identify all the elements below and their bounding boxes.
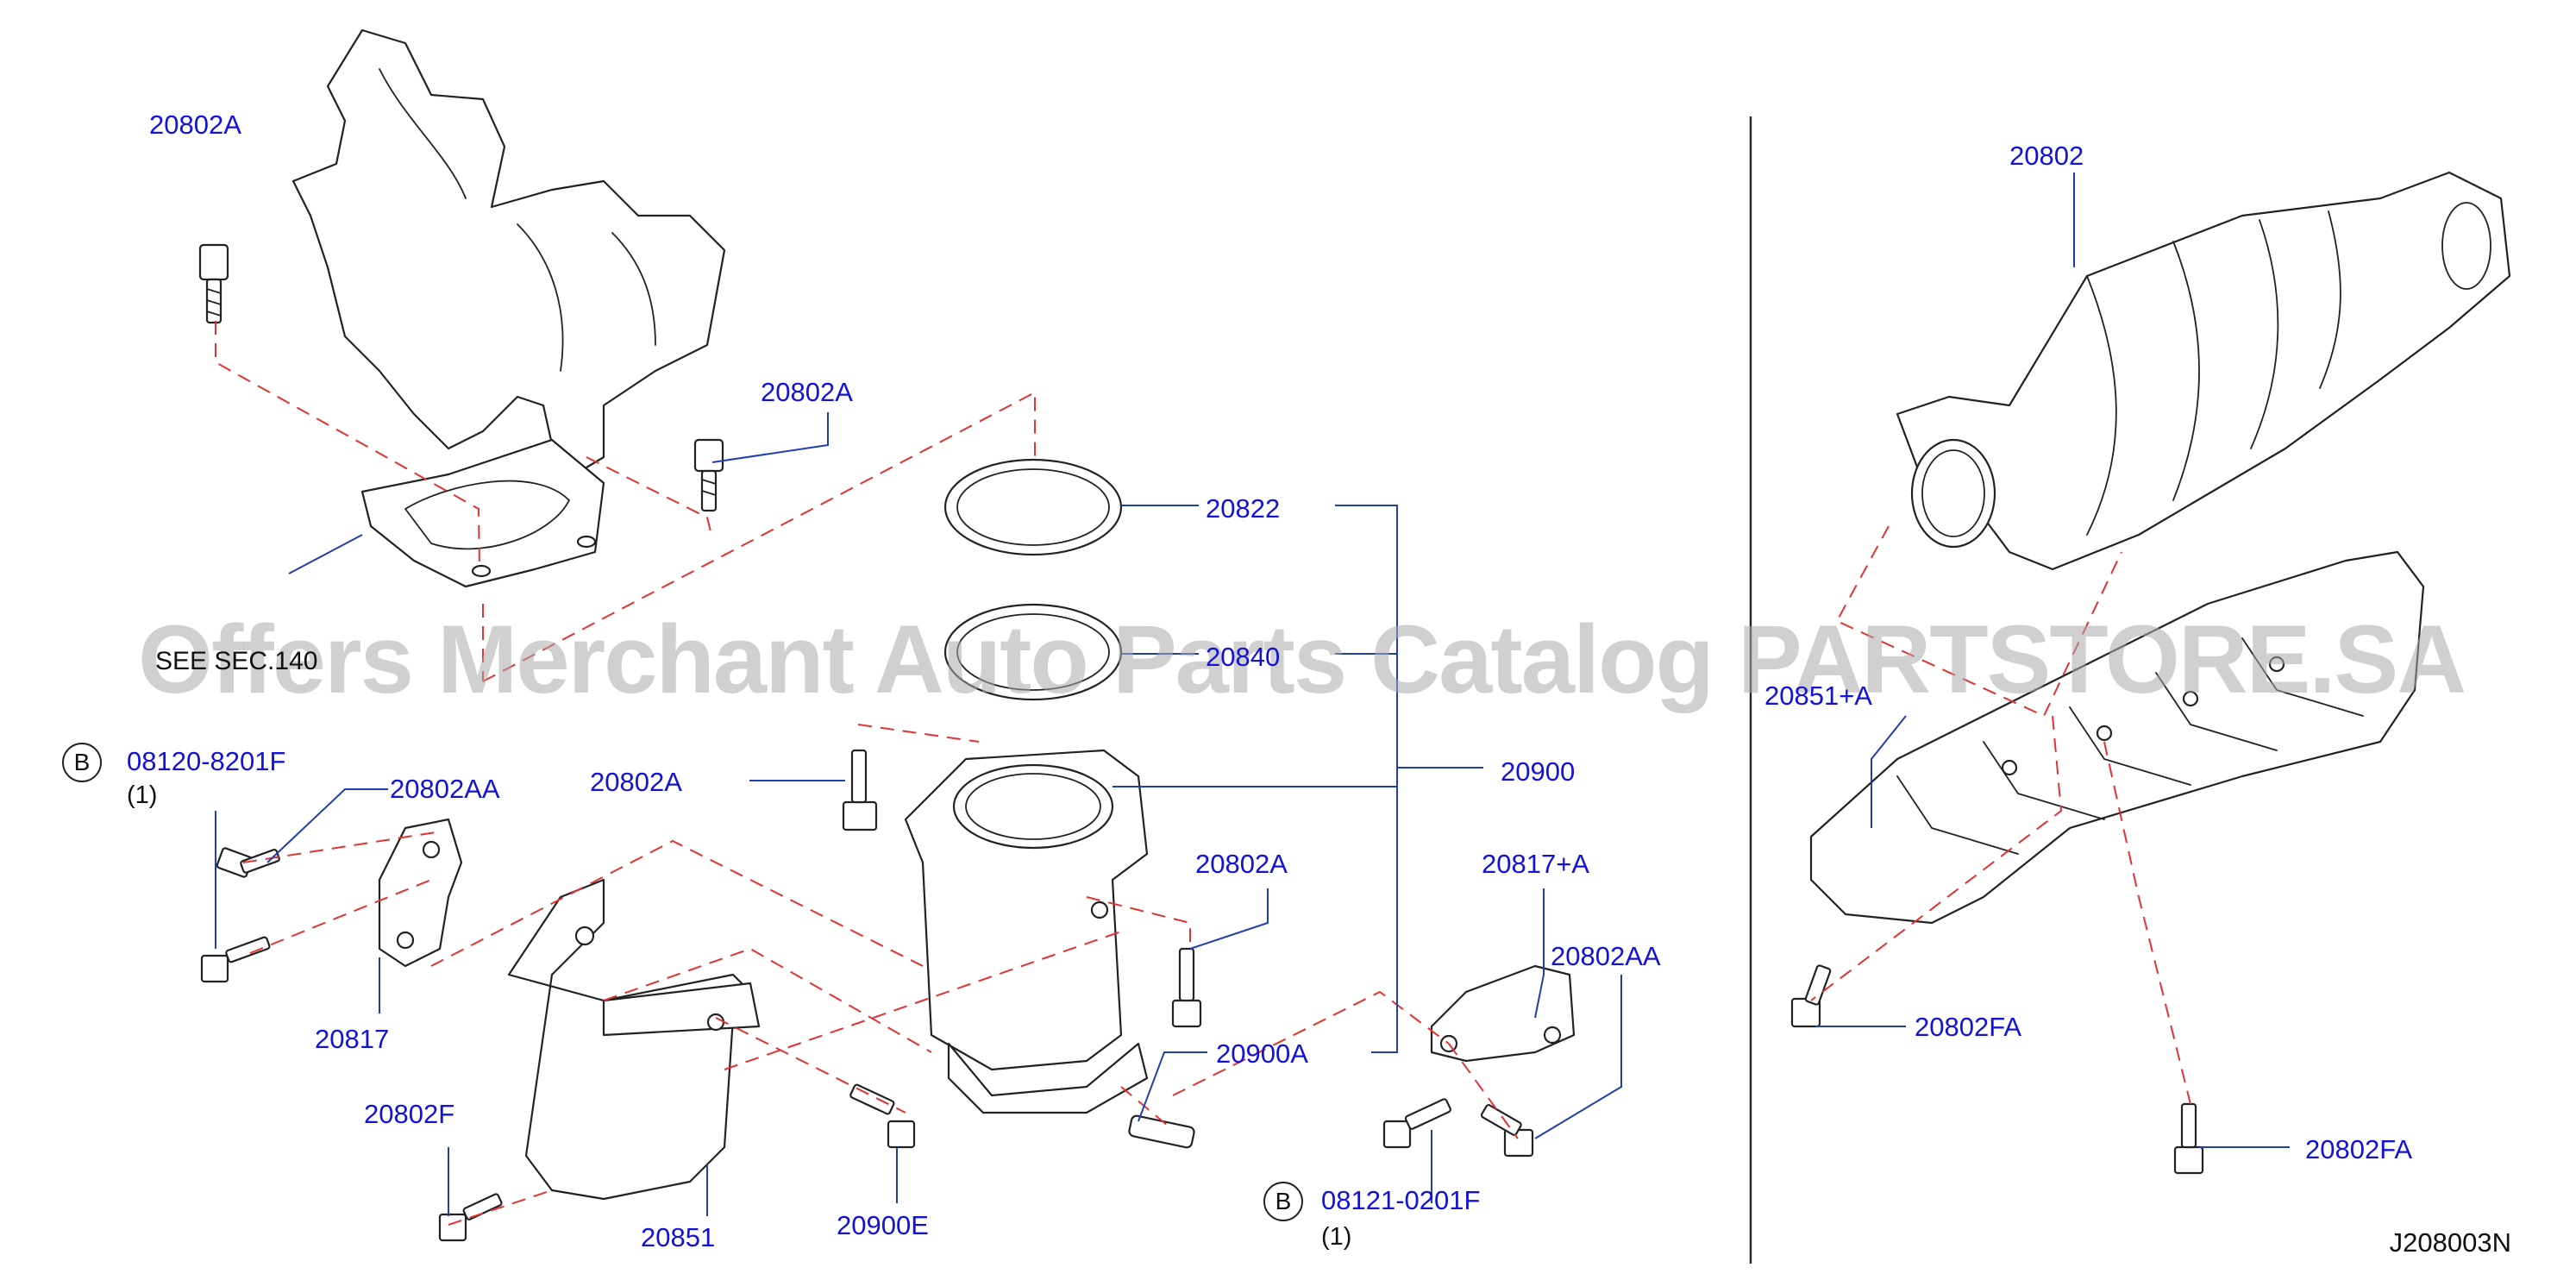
bolt-icon (1382, 1098, 1451, 1149)
bolt-icon (216, 847, 280, 878)
part-label[interactable]: 20802FA (1915, 1012, 2022, 1042)
bolt-icon (842, 749, 878, 831)
part-label[interactable]: 20817 (315, 1024, 390, 1054)
part-label[interactable]: 20851 (641, 1222, 716, 1252)
part-label[interactable]: 20802AA (1551, 941, 1661, 971)
part-label[interactable]: 20822 (1206, 493, 1281, 524)
see-section-note[interactable]: SEE SEC.140 (155, 647, 318, 675)
bolt-icon (200, 936, 271, 983)
part-label[interactable]: 08121-0201F (1321, 1185, 1481, 1215)
part-label[interactable]: 20840 (1206, 642, 1281, 672)
bolt-icon (1790, 964, 1832, 1028)
bracket-icon (378, 818, 463, 968)
heat-shield-icon (507, 878, 761, 1201)
part-label[interactable]: 20802A (590, 767, 682, 797)
bracket-icon (1430, 964, 1576, 1063)
catalytic-converter-icon (904, 749, 1149, 1114)
part-label[interactable]: 20802F (364, 1099, 455, 1129)
quantity-note: (1) (1321, 1223, 1352, 1251)
exhaust-manifold-icon (291, 28, 726, 588)
part-label[interactable]: 20802A (761, 377, 853, 407)
leader-lines (215, 173, 2290, 1216)
assembly-lines (215, 321, 2191, 1226)
part-label[interactable]: 20802A (149, 110, 241, 140)
part-label[interactable]: 20802FA (2305, 1134, 2413, 1164)
bolt-icon (198, 243, 229, 324)
part-label[interactable]: 20802AA (390, 774, 500, 804)
part-label[interactable]: 20817+A (1482, 849, 1589, 879)
bolt-icon (1171, 947, 1202, 1028)
bolt-icon (693, 438, 724, 512)
callout-badge: B (1263, 1182, 1303, 1221)
diagram-code: J208003N (2389, 1227, 2511, 1258)
part-label[interactable]: 20802A (1195, 849, 1288, 879)
callout-badge: B (62, 743, 102, 782)
part-label[interactable]: 08120-8201F (127, 746, 286, 776)
part-label[interactable]: 20900 (1501, 756, 1576, 787)
bolt-icon (849, 1083, 916, 1149)
part-label[interactable]: 20802 (2009, 141, 2084, 171)
watermark: Offers Merchant Auto Parts Catalog PARTS… (138, 605, 2466, 713)
bolt-icon (1480, 1104, 1534, 1158)
quantity-note: (1) (127, 781, 158, 809)
part-label[interactable]: 20900A (1216, 1038, 1308, 1069)
gasket-ring-icon (943, 458, 1123, 701)
part-label[interactable]: 20900E (837, 1210, 929, 1240)
catalytic-converter-right-icon (1896, 171, 2511, 571)
bolt-icon (2173, 1102, 2204, 1175)
part-label[interactable]: 20851+A (1764, 681, 1872, 711)
heat-shield-right-icon (1809, 550, 2425, 925)
